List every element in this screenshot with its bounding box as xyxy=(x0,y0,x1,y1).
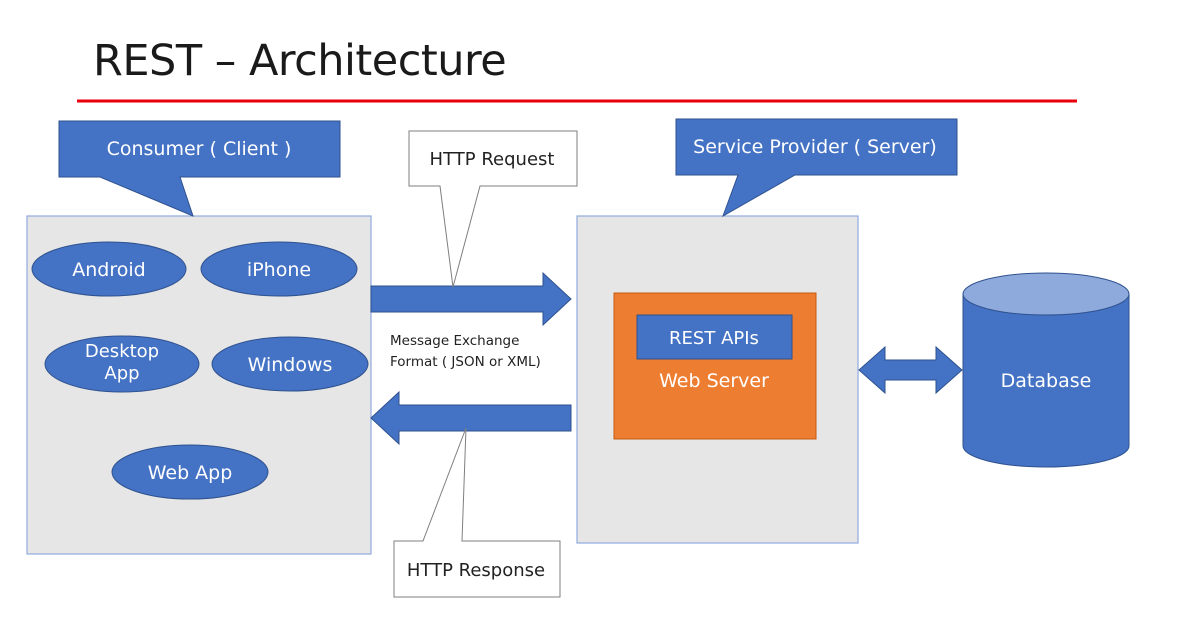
web-server-label: Web Server xyxy=(659,370,769,392)
response-arrow xyxy=(370,390,572,446)
slide-title: REST – Architecture xyxy=(93,36,507,86)
web-app-label: Web App xyxy=(148,462,233,484)
http-request-label: HTTP Request xyxy=(430,149,555,170)
http-response-callout xyxy=(393,427,561,598)
android-ellipse xyxy=(31,241,187,297)
message-format-line2: Format ( JSON or XML) xyxy=(390,354,541,370)
server-database-arrow xyxy=(858,345,963,395)
consumer-callout-label: Consumer ( Client ) xyxy=(107,138,292,160)
http-request-callout xyxy=(408,130,578,288)
request-arrow xyxy=(370,271,572,327)
web-app-ellipse xyxy=(111,444,269,500)
rest-apis-label: REST APIs xyxy=(669,328,759,349)
database-top xyxy=(962,272,1130,316)
message-format-line1: Message Exchange xyxy=(390,333,519,349)
database-label: Database xyxy=(1001,370,1092,392)
rest-apis-box xyxy=(636,314,793,360)
database-cylinder xyxy=(962,293,1130,468)
iphone-ellipse xyxy=(200,241,358,297)
android-label: Android xyxy=(72,259,145,281)
desktop-app-ellipse xyxy=(44,335,200,393)
windows-label: Windows xyxy=(248,354,333,376)
http-response-label: HTTP Response xyxy=(407,560,545,581)
consumer-callout xyxy=(58,120,341,217)
iphone-label: iPhone xyxy=(247,259,311,281)
windows-ellipse xyxy=(211,336,369,392)
service-provider-callout xyxy=(675,118,958,218)
service-provider-label: Service Provider ( Server) xyxy=(693,136,937,158)
